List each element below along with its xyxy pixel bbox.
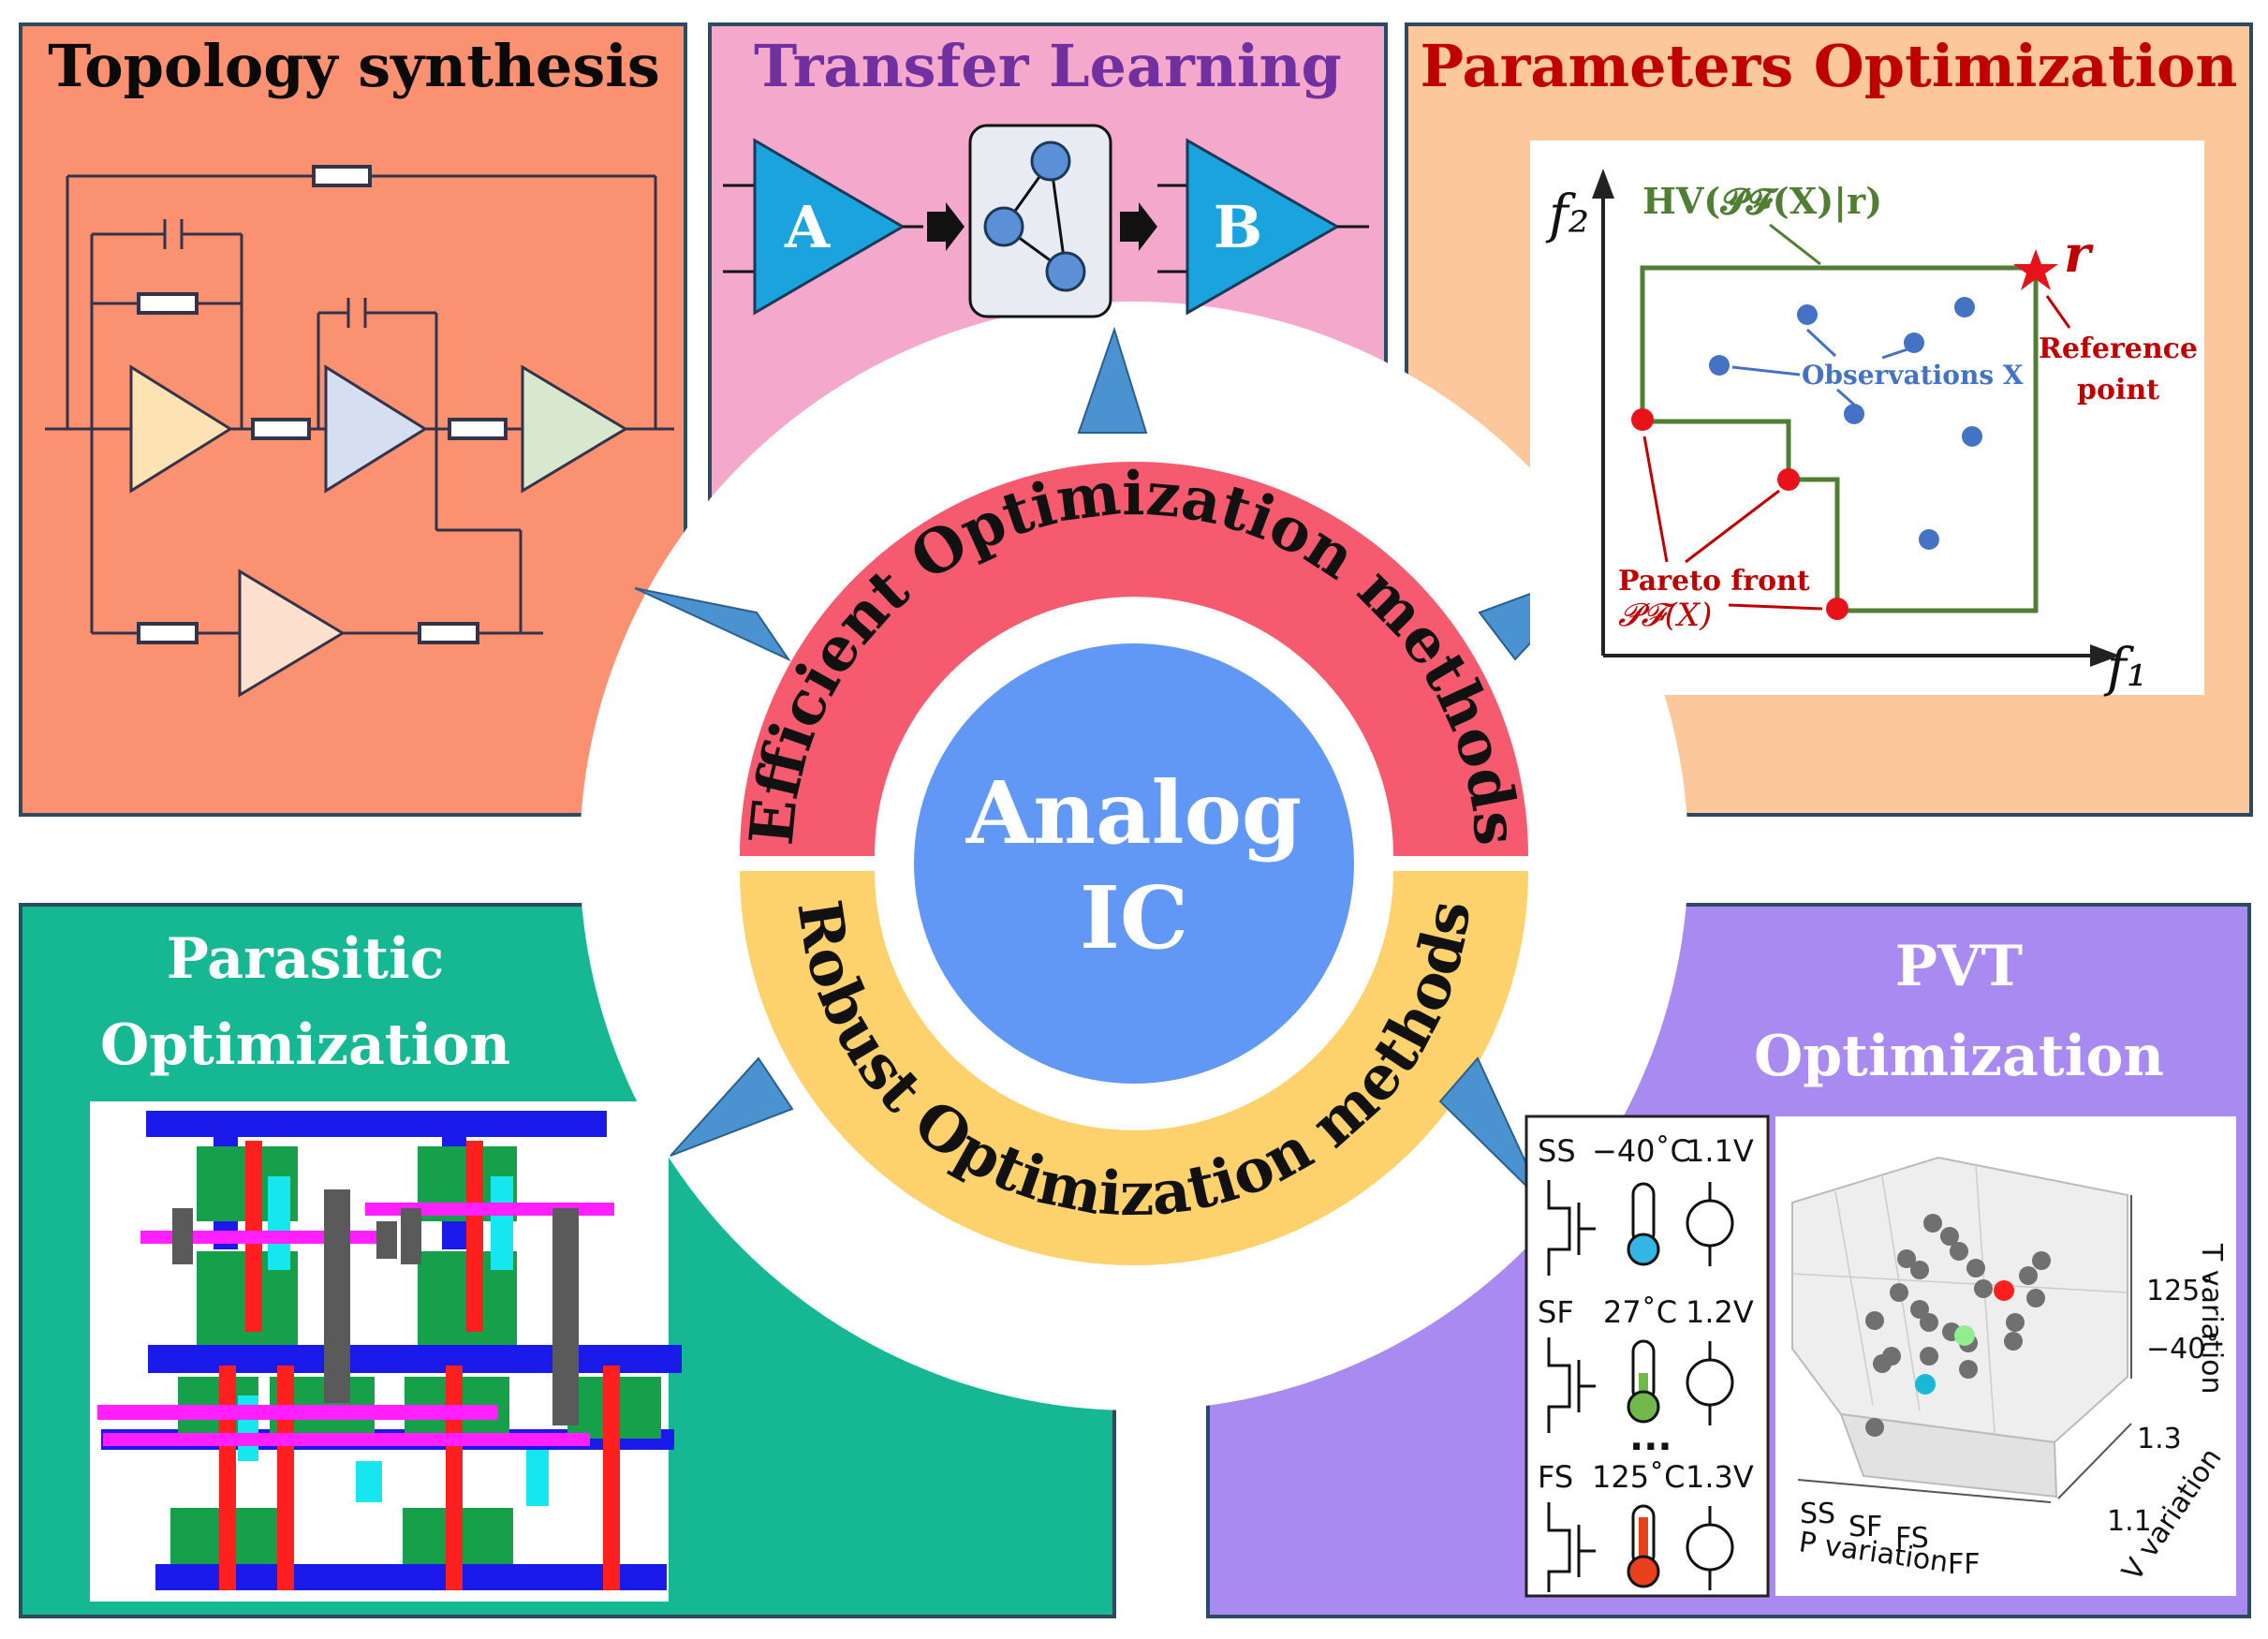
corner-volt: 1.3V <box>1686 1459 1754 1495</box>
voltage-source-icon <box>1686 1182 1734 1266</box>
reference-label-line2: point <box>2077 374 2159 406</box>
thermometer-icon <box>1627 1182 1660 1266</box>
topology-amplifiers <box>129 364 628 698</box>
corner-temp: 27˚C <box>1603 1294 1677 1330</box>
z-tick: 125˚ <box>2146 1275 2214 1307</box>
thermometer-icon <box>1627 1339 1660 1424</box>
transfer-graphic: A B <box>723 124 1369 318</box>
y-axis-label: f₂ <box>1545 185 1589 245</box>
x-axis-label: f₁ <box>2103 638 2147 699</box>
topology-circuit <box>45 174 674 635</box>
corner-process: SF <box>1538 1294 1574 1330</box>
pvt-point-green <box>1954 1325 1975 1346</box>
corner-volt: 1.2V <box>1686 1294 1754 1330</box>
params-title: Parameters Optimization <box>1421 32 2238 100</box>
pvt-sample-points <box>1865 1214 2051 1437</box>
amplifier-a-label: A <box>784 193 831 261</box>
amplifier-b <box>1186 138 1341 316</box>
corner-process: FS <box>1538 1459 1573 1495</box>
amplifier-b-label: B <box>1214 193 1262 261</box>
pointer-topology <box>634 587 791 662</box>
pvt-corners: SS −40˚C 1.1V SF 27˚C 1.2V ... FS 125˚C … <box>1538 1133 1754 1495</box>
hypervolume-label: HV(𝓟𝓕(X)|r) <box>1642 180 1882 222</box>
y-tick: 1.3 <box>2137 1423 2182 1455</box>
voltage-source-icon <box>1686 1506 1734 1590</box>
reference-star-icon <box>2013 249 2058 290</box>
pointer-transfer <box>1077 326 1148 434</box>
observations-label: Observations X <box>1802 360 2024 391</box>
thermometer-icon <box>1627 1504 1660 1588</box>
arrow-right-icon <box>1120 202 1157 251</box>
pvt-point-cyan <box>1915 1374 1936 1395</box>
transistor-icon <box>1547 1337 1596 1433</box>
parasitic-title-line2: Optimization <box>100 1012 510 1078</box>
topology-resistors <box>137 165 508 644</box>
center-circle <box>914 643 1354 1084</box>
corner-volt: 1.1V <box>1686 1133 1754 1169</box>
params-plot: f₂ f₁ HV(𝓟𝓕(X)|r) r Reference point Obse… <box>1545 169 2198 699</box>
pvt-title-line2: Optimization <box>1754 1024 2164 1089</box>
parasitic-title-line1: Parasitic <box>167 926 444 992</box>
topology-title: Topology synthesis <box>48 32 659 100</box>
pareto-label-line2: 𝓟𝓕(X) <box>1618 597 1712 634</box>
voltage-source-icon <box>1686 1341 1734 1425</box>
robust-band <box>740 871 1528 1265</box>
observation-points <box>1709 297 1982 550</box>
transistor-icon <box>1547 1180 1596 1276</box>
pareto-label-line1: Pareto front <box>1618 565 1810 598</box>
x-tick: SS <box>1800 1498 1835 1530</box>
corner-ellipsis: ... <box>1629 1416 1672 1459</box>
center-title-line2: IC <box>1080 867 1188 968</box>
amplifier-a <box>753 138 906 316</box>
pvt-title-line1: PVT <box>1895 934 2024 999</box>
center-title-line1: Analog <box>965 762 1303 864</box>
x-tick: FF <box>1948 1548 1981 1581</box>
layout-graphic <box>97 1111 682 1590</box>
pointer-pvt <box>1438 1056 1546 1205</box>
pvt-point-red <box>1994 1280 2014 1301</box>
z-tick: −40˚ <box>2146 1333 2219 1366</box>
pareto-points <box>1631 408 1848 620</box>
corner-process: SS <box>1538 1133 1576 1169</box>
reference-symbol: r <box>2064 224 2094 284</box>
corner-temp: −40˚C <box>1592 1133 1691 1169</box>
x-tick: SF <box>1848 1511 1882 1543</box>
pvt-3d-plot: 125˚ −40˚ T variation 1.3 1.1 V variatio… <box>1791 1156 2229 1587</box>
corner-temp: 125˚C <box>1592 1459 1685 1495</box>
transistor-icon <box>1547 1502 1596 1592</box>
y-tick: 1.1 <box>2107 1505 2152 1538</box>
z-axis-label: T variation <box>2195 1243 2228 1395</box>
efficient-band <box>740 462 1528 856</box>
reference-label-line1: Reference <box>2039 332 2198 365</box>
transfer-title: Transfer Learning <box>754 32 1342 100</box>
pointer-parasitic <box>670 1056 794 1157</box>
arrow-right-icon <box>927 202 965 251</box>
x-tick: FS <box>1895 1522 1929 1555</box>
